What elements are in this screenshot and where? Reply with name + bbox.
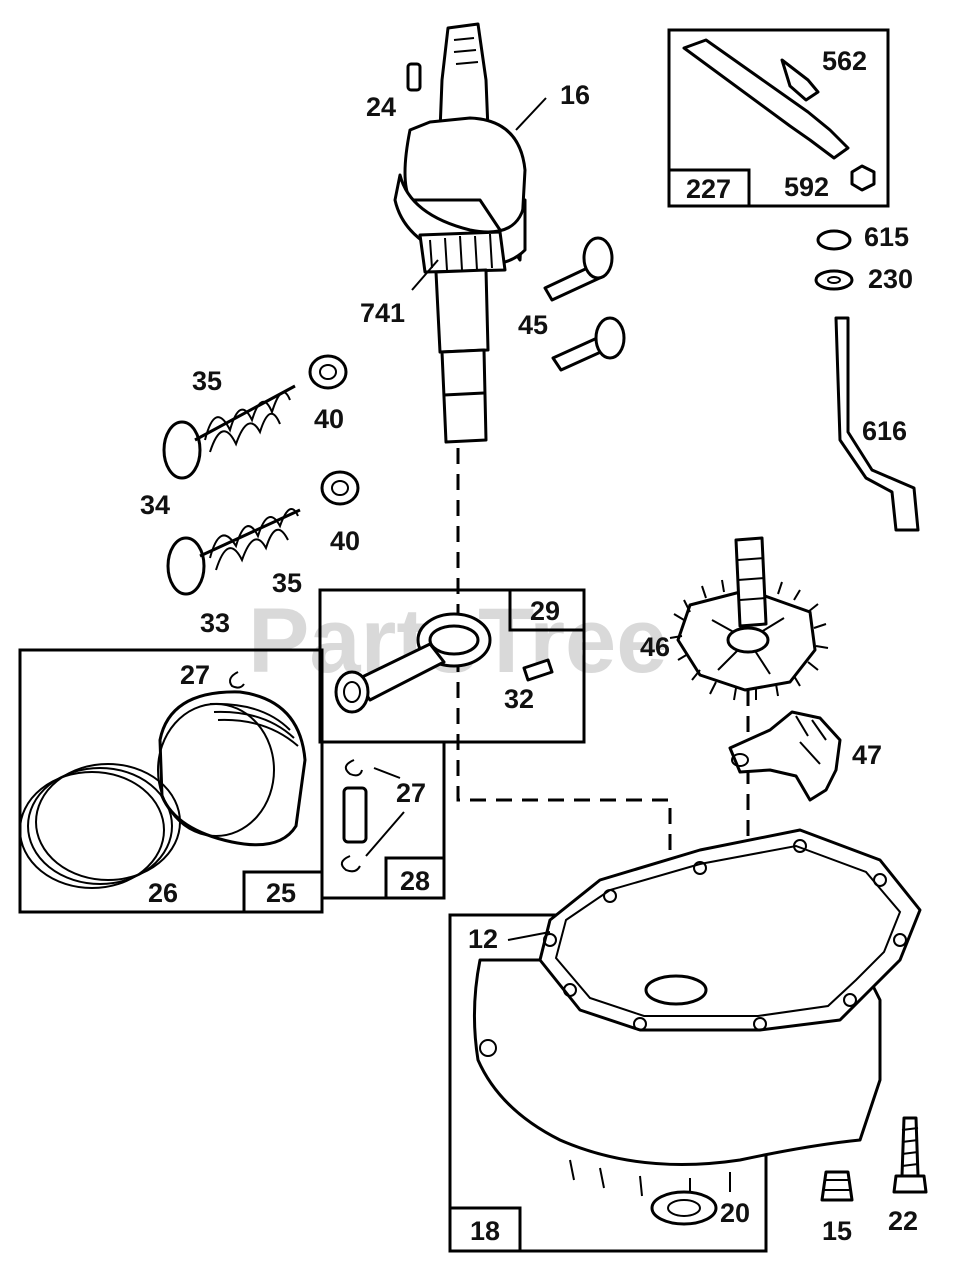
box-label-25: 25 bbox=[266, 878, 296, 908]
callout-16: 16 bbox=[560, 80, 590, 110]
callout-12: 12 bbox=[468, 924, 498, 954]
box-227-frame bbox=[667, 28, 890, 208]
piston-rings-part[interactable] bbox=[19, 763, 181, 889]
box-28-tab bbox=[384, 856, 446, 900]
governor-shaft-part[interactable] bbox=[834, 316, 920, 532]
callout-741: 741 bbox=[360, 298, 405, 328]
box-18-tab bbox=[448, 1206, 522, 1253]
drain-plug-part[interactable] bbox=[820, 1170, 854, 1202]
rod-bolt-part[interactable] bbox=[522, 658, 554, 682]
callout-616: 616 bbox=[862, 416, 907, 446]
callout-46: 46 bbox=[640, 632, 670, 662]
governor-spring-washer[interactable] bbox=[816, 229, 852, 251]
hex-nut-part[interactable] bbox=[850, 164, 876, 192]
box-29-tab bbox=[508, 588, 586, 632]
box-label-28: 28 bbox=[400, 866, 430, 896]
valve-tappet-upper[interactable] bbox=[543, 236, 614, 302]
crankshaft-part[interactable] bbox=[393, 22, 527, 444]
callout-26: 26 bbox=[148, 878, 178, 908]
crankcase-cover-part[interactable] bbox=[472, 828, 922, 1197]
callout-32: 32 bbox=[504, 684, 534, 714]
connecting-rod-part[interactable] bbox=[334, 612, 492, 714]
callout-15: 15 bbox=[822, 1216, 852, 1246]
governor-lever-part[interactable] bbox=[682, 38, 850, 160]
callout-27-piston: 27 bbox=[180, 660, 210, 690]
callout-562: 562 bbox=[822, 46, 867, 76]
callout-20: 20 bbox=[720, 1198, 750, 1228]
flat-washer[interactable] bbox=[814, 269, 854, 291]
intake-valve-assembly[interactable] bbox=[166, 470, 360, 596]
governor-assembly-part[interactable] bbox=[728, 710, 842, 802]
callout-24: 24 bbox=[366, 92, 396, 122]
callout-35-upper: 35 bbox=[192, 366, 222, 396]
cover-screw-part[interactable] bbox=[892, 1116, 928, 1194]
callout-33: 33 bbox=[200, 608, 230, 638]
callout-592: 592 bbox=[784, 172, 829, 202]
callout-45: 45 bbox=[518, 310, 548, 340]
piston-part[interactable] bbox=[157, 690, 307, 847]
piston-pin-lock-clip-bottom[interactable] bbox=[340, 855, 361, 873]
piston-pin-lock-upper[interactable] bbox=[229, 671, 245, 689]
valve-tappet-lower[interactable] bbox=[551, 316, 626, 372]
callout-34: 34 bbox=[140, 490, 170, 520]
key-pin-part[interactable] bbox=[406, 62, 422, 92]
box-28-frame bbox=[320, 740, 446, 900]
box-label-29: 29 bbox=[530, 596, 560, 626]
piston-pin-lock-clip-top[interactable] bbox=[344, 759, 363, 777]
box-label-227: 227 bbox=[686, 174, 731, 204]
callout-22: 22 bbox=[888, 1206, 918, 1236]
callout-40-upper: 40 bbox=[314, 404, 344, 434]
callout-27-pin: 27 bbox=[396, 778, 426, 808]
box-29-frame bbox=[318, 588, 586, 744]
box-label-18: 18 bbox=[470, 1216, 500, 1246]
callout-47: 47 bbox=[852, 740, 882, 770]
exhaust-valve-assembly[interactable] bbox=[162, 354, 348, 480]
box-227-tab bbox=[667, 168, 751, 208]
callout-35-lower: 35 bbox=[272, 568, 302, 598]
callout-615: 615 bbox=[864, 222, 909, 252]
piston-pin-part[interactable] bbox=[342, 786, 368, 844]
callout-230: 230 bbox=[868, 264, 913, 294]
camshaft-gear-part[interactable] bbox=[669, 536, 829, 701]
oil-seal-part[interactable] bbox=[650, 1190, 718, 1226]
callout-40-lower: 40 bbox=[330, 526, 360, 556]
